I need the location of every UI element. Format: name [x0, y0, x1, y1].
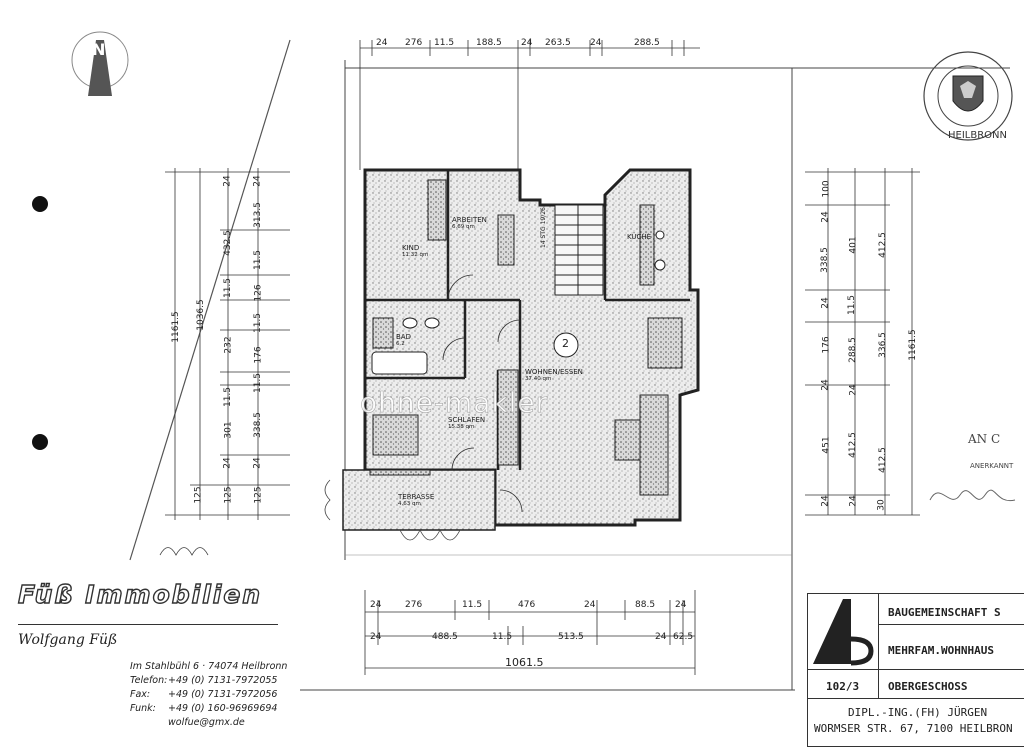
unit-number: 2 — [562, 337, 569, 350]
north-arrow-icon: N — [71, 31, 129, 96]
room-label-kueche: KÜCHE — [627, 233, 652, 241]
punch-hole-bottom — [32, 434, 48, 450]
titleblock-number: 102/3 — [826, 680, 860, 693]
titleblock-line1: BAUGEMEINSCHAFT S — [888, 606, 1001, 619]
titleblock-line3: OBERGESCHOSS — [888, 680, 968, 693]
titleblock-architect: DIPL.-ING.(FH) JÜRGEN — [848, 706, 988, 719]
agency-phone: +49 (0) 7131-7972055 — [168, 675, 278, 686]
agency-logo: Füß Immobilien — [17, 579, 263, 609]
svg-text:N: N — [92, 40, 105, 59]
punch-hole-top — [32, 196, 48, 212]
anerkannt-label: ANERKANNT — [970, 462, 1014, 470]
agency-mobile: +49 (0) 160-96969694 — [168, 703, 278, 714]
title-block: BAUGEMEINSCHAFT S MEHRFAM.WOHNHAUS 102/3… — [807, 593, 1024, 747]
architect-logo-icon — [808, 594, 878, 669]
heilbronn-seal: HEILBRONN — [923, 51, 1013, 141]
staircase — [554, 204, 604, 296]
watermark: ohne-makler — [360, 386, 549, 420]
agency-divider — [18, 624, 278, 625]
signature-note: AN C — [968, 432, 1001, 446]
dimension-top — [359, 40, 700, 170]
agency-contact: Im Stahlbühl 6 · 74074 Heilbronn Telefon… — [130, 661, 288, 728]
agency-address: Im Stahlbühl 6 · 74074 Heilbronn — [130, 661, 288, 672]
agency-person: Wolfgang Füß — [18, 632, 118, 648]
property-line — [129, 39, 291, 561]
seal-text: HEILBRONN — [948, 130, 1007, 141]
dimension-left — [165, 168, 290, 520]
signature — [929, 489, 1016, 502]
unit-number-circle — [553, 332, 579, 358]
building-footprint — [159, 168, 700, 556]
agency-email: wolfue@gmx.de — [168, 717, 245, 728]
dimension-bottom — [364, 590, 696, 675]
agency-fax: +49 (0) 7131-7972056 — [168, 689, 278, 700]
stair-label: 14 STG 19/26 — [540, 207, 547, 248]
titleblock-line2: MEHRFAM.WOHNHAUS — [888, 644, 994, 657]
titleblock-address: WORMSER STR. 67, 7100 HEILBRON — [814, 722, 1013, 735]
dimension-right — [805, 168, 920, 516]
